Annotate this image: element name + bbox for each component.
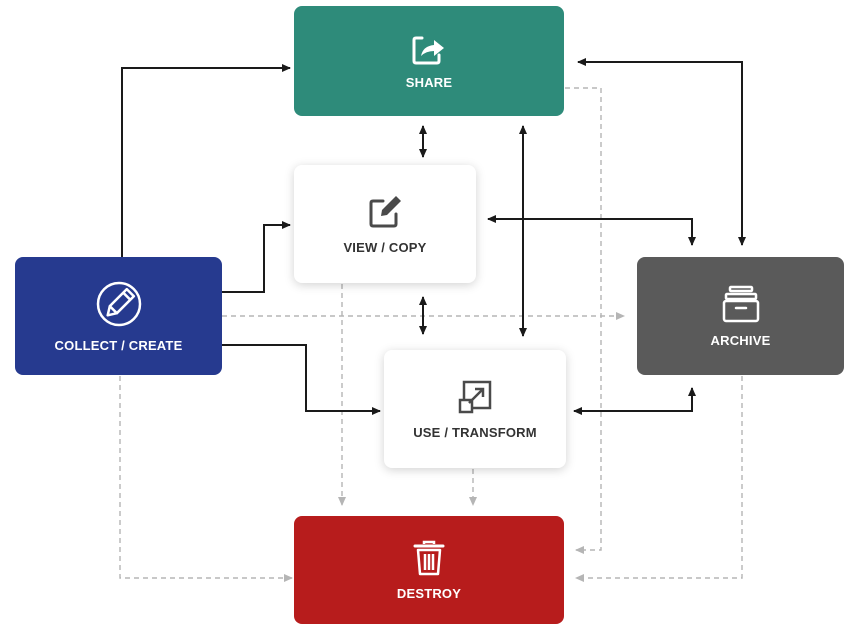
connector-use-archive (573, 387, 696, 415)
collect-create-label: COLLECT / CREATE (54, 337, 183, 353)
connector-view-archive (487, 215, 696, 246)
trash-icon (413, 540, 445, 575)
connector-collect-to-view (222, 221, 291, 293)
use-transform-label: USE / TRANSFORM (413, 424, 537, 440)
share-node[interactable]: SHARE (294, 6, 564, 116)
edit-icon (369, 195, 401, 227)
archive-icon (722, 285, 759, 322)
connector-collect-to-use (222, 344, 381, 415)
view-copy-node[interactable]: VIEW / COPY (294, 165, 476, 283)
archive-label: ARCHIVE (710, 332, 771, 348)
connector-collect-to-share (121, 64, 291, 257)
destroy-node[interactable]: DESTROY (294, 516, 564, 624)
connector-share-archive (577, 58, 746, 246)
destroy-label: DESTROY (396, 585, 462, 601)
use-transform-node[interactable]: USE / TRANSFORM (384, 350, 566, 468)
connector-archive-to-destroy (575, 376, 743, 582)
share-icon (412, 36, 444, 64)
pencil-icon (96, 281, 141, 326)
view-copy-label: VIEW / COPY (343, 239, 427, 255)
collect-create-node[interactable]: COLLECT / CREATE (15, 257, 222, 375)
connector-share-to-destroy (565, 87, 602, 554)
share-label: SHARE (405, 74, 453, 90)
connector-collect-to-destroy (119, 376, 293, 582)
archive-node[interactable]: ARCHIVE (637, 257, 844, 375)
resize-icon (458, 380, 492, 413)
